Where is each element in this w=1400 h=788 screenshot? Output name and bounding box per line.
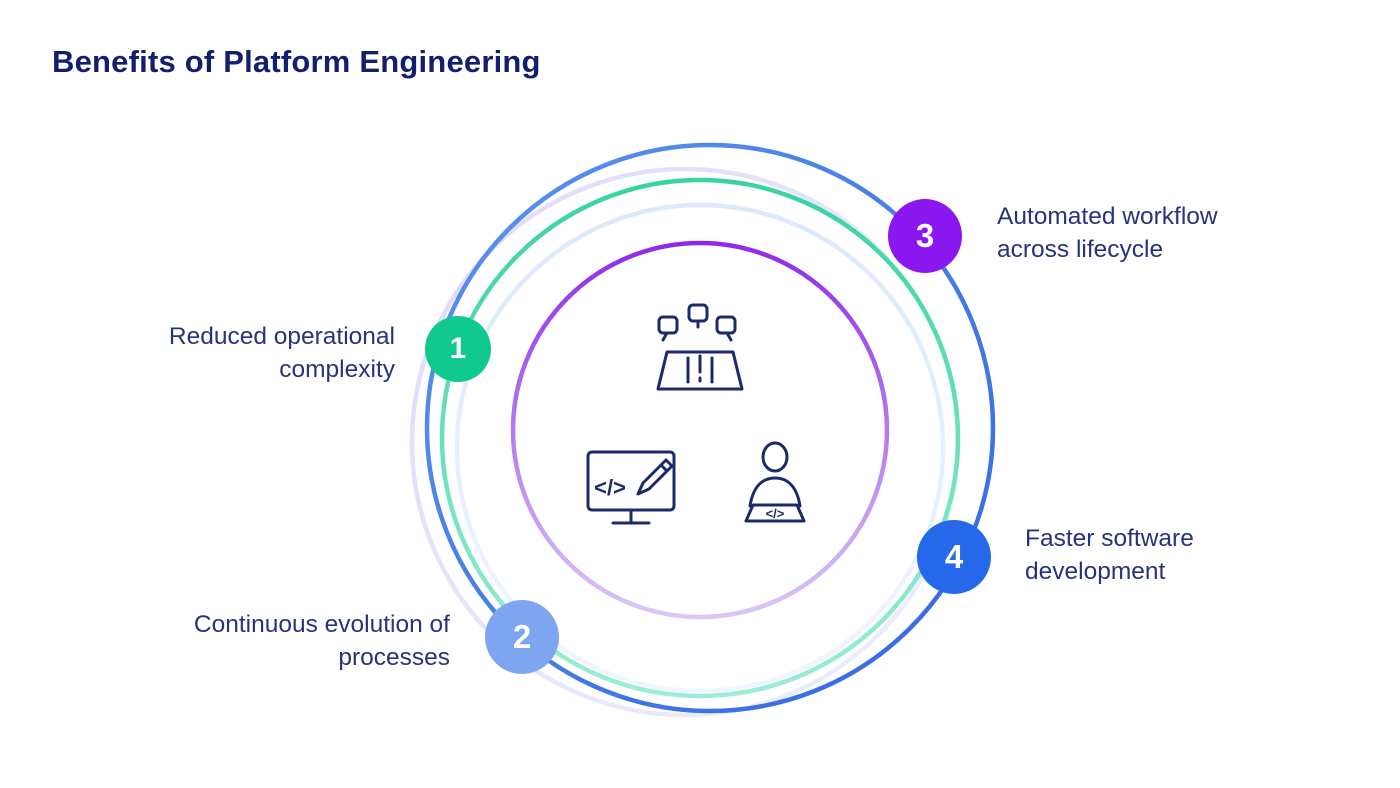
page-title: Benefits of Platform Engineering xyxy=(52,44,541,79)
benefit-label-faster-software-development: Faster software development xyxy=(1025,525,1194,586)
code-editor-pencil-icon: </> xyxy=(586,450,676,525)
benefit-number: 3 xyxy=(915,217,935,254)
benefit-badge-3: 3 xyxy=(888,199,962,273)
svg-text:</>: </> xyxy=(594,475,626,500)
ring-faint-blue xyxy=(454,202,946,694)
benefit-badge-4: 4 xyxy=(917,520,991,594)
ring-inner-purple xyxy=(510,240,890,620)
benefit-number: 1 xyxy=(449,332,467,365)
benefit-badge-1: 1 xyxy=(425,316,491,382)
benefit-label-automated-workflow-across-lifecycle: Automated workflow across lifecycle xyxy=(997,203,1218,264)
team-collaboration-icon xyxy=(656,303,744,391)
ring-outer-blue xyxy=(424,142,996,714)
concentric-rings xyxy=(409,142,996,718)
benefit-number: 2 xyxy=(512,618,532,655)
benefit-number: 4 xyxy=(944,538,964,575)
benefit-badge-2: 2 xyxy=(485,600,559,674)
benefit-label-reduced-operational-complexity: Reduced operational complexity xyxy=(168,323,395,384)
developer-icon: </> xyxy=(744,441,806,523)
benefit-label-continuous-evolution-of-processes: Continuous evolution of processes xyxy=(193,611,450,672)
svg-text:</>: </> xyxy=(766,506,785,521)
ring-teal xyxy=(439,177,961,699)
